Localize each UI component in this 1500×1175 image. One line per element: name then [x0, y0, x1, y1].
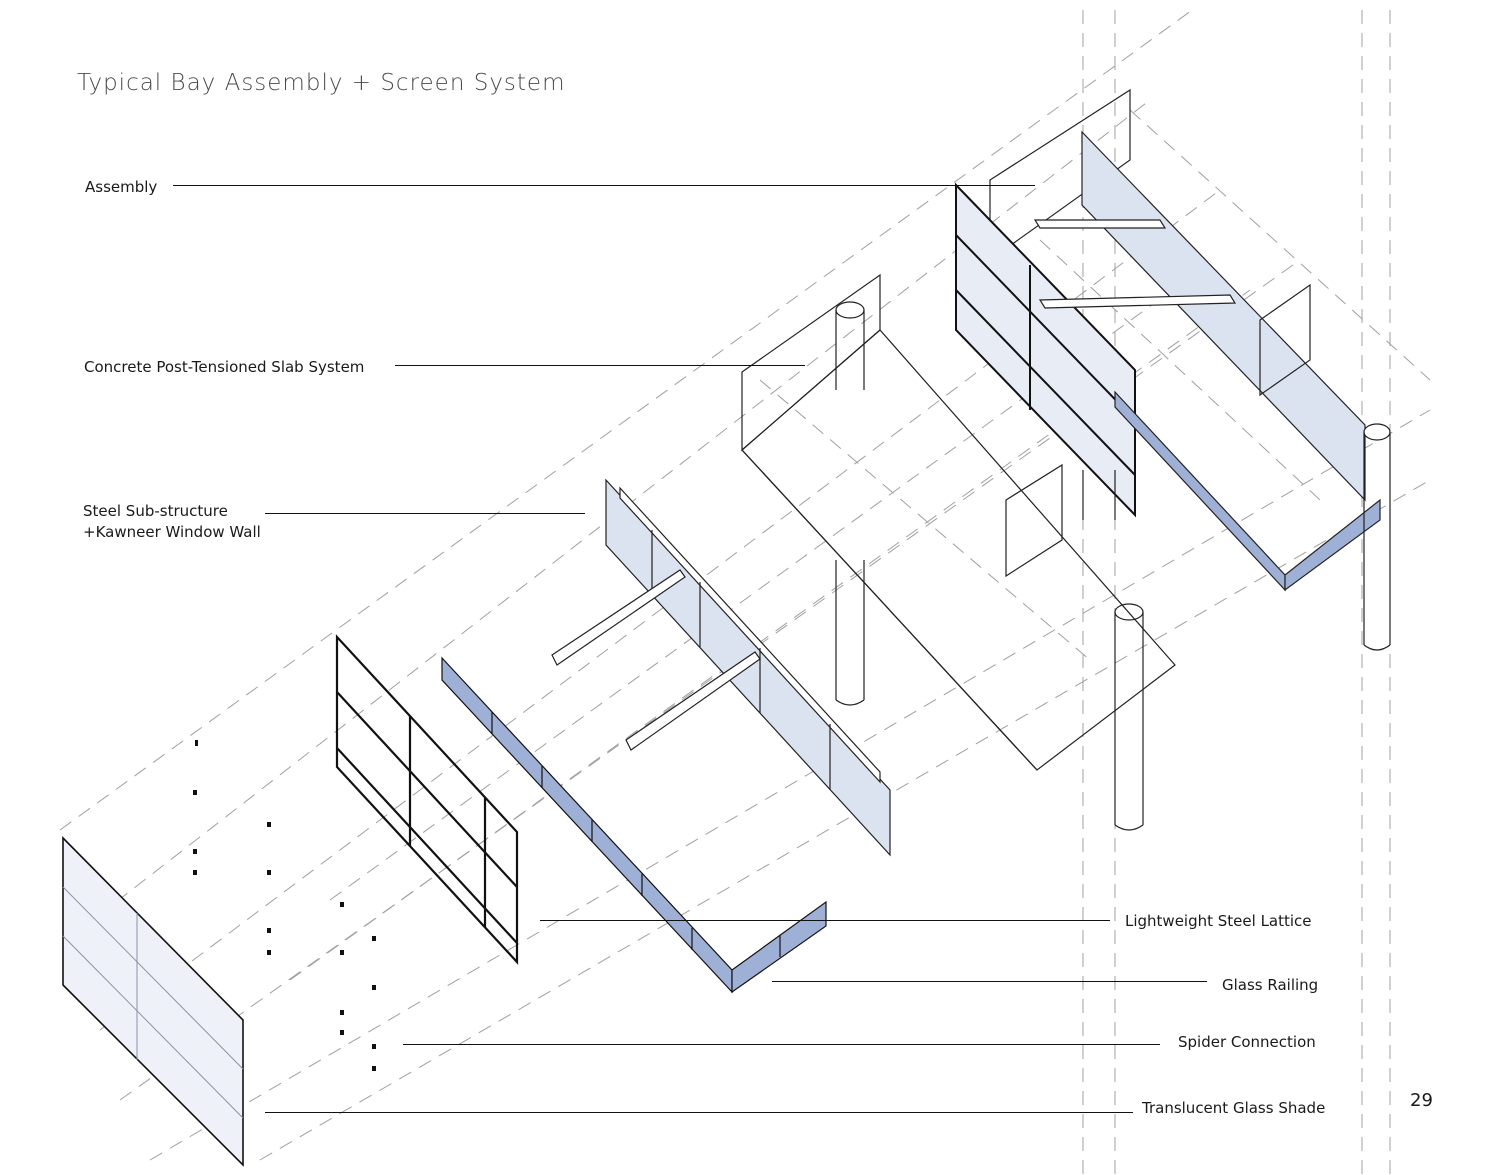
window-wall-lower — [551, 478, 891, 857]
leader-railing — [772, 981, 1207, 982]
spider-connections — [193, 740, 376, 1071]
concrete-slab — [741, 273, 1176, 831]
leader-steel — [265, 513, 585, 514]
translucent-glass-shade — [62, 836, 244, 1167]
label-spider: Spider Connection — [1178, 1033, 1316, 1051]
leader-spider — [403, 1044, 1160, 1045]
label-steel-line1: Steel Sub-structure — [83, 502, 228, 520]
label-slab: Concrete Post-Tensioned Slab System — [84, 358, 365, 376]
assembly — [955, 88, 1391, 651]
label-lattice: Lightweight Steel Lattice — [1125, 912, 1312, 930]
leader-lattice — [540, 920, 1110, 921]
leader-slab — [395, 365, 805, 366]
diagram-title: Typical Bay Assembly + Screen System — [77, 70, 566, 96]
label-steel-line2: +Kawneer Window Wall — [83, 523, 261, 541]
leader-assembly — [173, 185, 1035, 186]
glass-railing-lower — [441, 656, 827, 994]
steel-lattice — [335, 634, 519, 965]
label-shade: Translucent Glass Shade — [1142, 1099, 1326, 1117]
page-number: 29 — [1410, 1090, 1433, 1111]
projection-lines — [59, 7, 1431, 1175]
label-assembly: Assembly — [85, 178, 158, 196]
leader-shade — [265, 1112, 1133, 1113]
label-railing: Glass Railing — [1222, 976, 1319, 994]
